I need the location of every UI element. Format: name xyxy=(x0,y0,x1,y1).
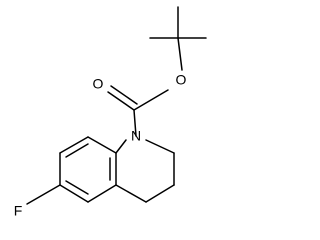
bond-c6-c5 xyxy=(59,184,89,203)
bond-carbonyl-double-a xyxy=(107,91,135,111)
benzene-ring xyxy=(26,136,117,205)
bond-c6-f xyxy=(26,184,61,205)
bond-carbonyl-double-b xyxy=(110,85,138,105)
bond-n-c2 xyxy=(145,139,175,154)
bond-carbonyl-c-n xyxy=(133,109,137,137)
bond-c6-c5-inner xyxy=(65,180,89,195)
tert-butyl-group xyxy=(149,6,207,71)
bond-c8a-c8 xyxy=(87,136,117,154)
atom-labels: O O N F xyxy=(14,72,187,219)
atom-label-o-ester: O xyxy=(176,72,187,88)
bond-tbu-o-ester xyxy=(177,37,183,71)
atom-label-f: F xyxy=(14,203,23,219)
bond-n-c8a xyxy=(115,139,127,154)
bond-c4-c4a xyxy=(115,184,147,203)
bond-c8-c7-inner xyxy=(65,143,89,158)
chemical-structure-diagram: O O N F xyxy=(14,6,207,219)
bond-c5-c4a xyxy=(87,184,117,203)
carbamate-group xyxy=(107,85,169,137)
atom-label-n: N xyxy=(131,128,141,144)
atom-label-o-carbonyl: O xyxy=(93,76,104,92)
bond-c8-c7 xyxy=(59,136,89,154)
bond-o-ester-carbonyl-c xyxy=(133,89,169,111)
bond-c3-c4 xyxy=(145,184,175,203)
saturated-ring xyxy=(115,139,175,203)
